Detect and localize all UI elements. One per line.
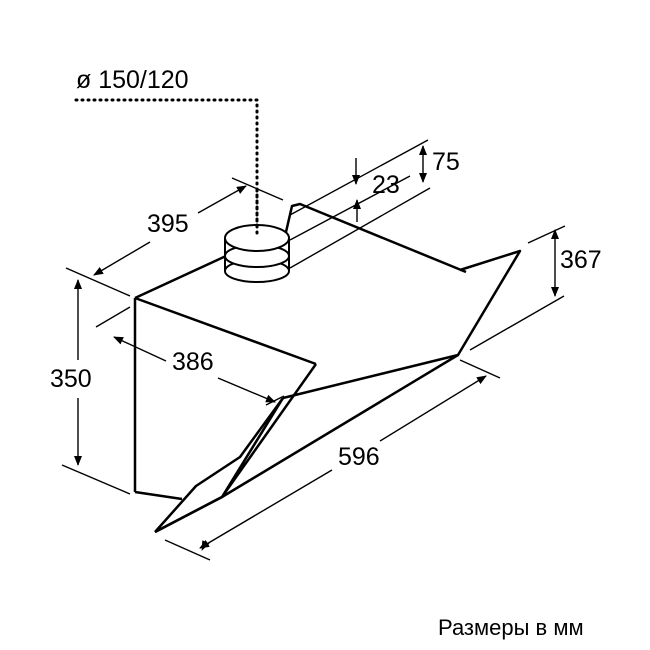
dimension-lines [74,145,559,551]
offset-23-label: 23 [372,171,400,199]
offset-75-label: 75 [432,148,460,176]
units-caption: Размеры в мм [438,615,584,640]
duct-diameter-label: ø 150/120 [76,66,189,94]
duct-collar [224,224,290,283]
depth-top-label: 395 [147,210,189,238]
depth-386-label: 386 [172,348,214,376]
extension-lines [61,139,566,561]
height-367-label: 367 [560,246,602,274]
hood-body [133,202,522,534]
height-350-label: 350 [50,365,92,393]
width-596-label: 596 [338,443,380,471]
duct-leader [74,98,259,232]
